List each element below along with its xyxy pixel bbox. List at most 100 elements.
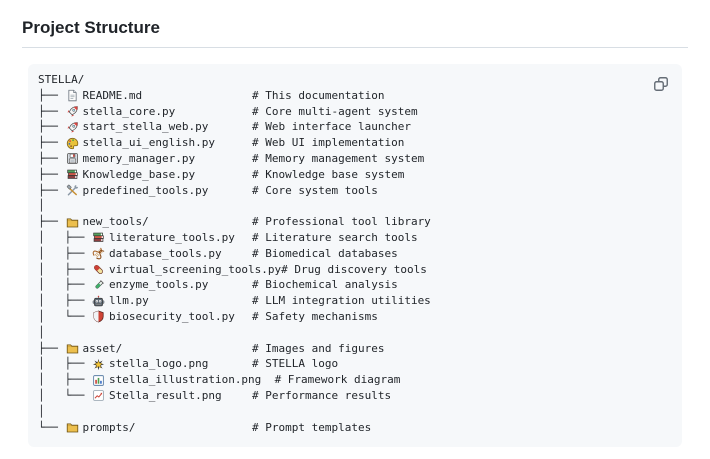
copy-button[interactable] (647, 70, 675, 98)
file-name: database_tools.py (108, 246, 222, 260)
tree-row: │ ├── llm.py # LLM integration utilities (38, 293, 672, 309)
tree-row: ├── stella_ui_english.py # Web UI implem… (38, 135, 672, 151)
tree-prefix: │ └── (38, 309, 91, 323)
file-comment: # Core system tools (252, 183, 378, 197)
tree-row: └── prompts/ # Prompt templates (38, 420, 672, 436)
tree-prefix: │ ├── (38, 278, 91, 292)
file-comment: # Memory management system (252, 151, 425, 165)
file-name: prompts/ (82, 420, 136, 434)
readme-section: Project Structure STELLA/ ├── README.md … (22, 12, 688, 436)
tree-row: │ (38, 404, 672, 420)
file-name: predefined_tools.py (82, 183, 209, 197)
tree-prefix: │ (38, 199, 45, 213)
copy-icon (654, 77, 668, 91)
file-comment: # Drug discovery tools (281, 262, 427, 276)
file-name: Stella_result.png (108, 388, 222, 402)
file-comment: # STELLA logo (252, 357, 339, 371)
tree-prefix: │ ├── (38, 373, 91, 387)
file-comment: # Framework diagram (274, 373, 401, 387)
file-name: asset/ (82, 341, 123, 355)
tree-prefix: ├── (38, 151, 65, 165)
file-comment: # Images and figures (252, 341, 385, 355)
tree-row: ├── README.md # This documentation (38, 88, 672, 104)
file-name: llm.py (108, 294, 149, 308)
file-comment: # Prompt templates (252, 420, 372, 434)
tree-prefix: ├── (38, 341, 65, 355)
shield-icon (93, 310, 104, 323)
tree-prefix: │ └── (38, 388, 91, 402)
hammer-wrench-icon (66, 184, 78, 196)
file-name: virtual_screening_tools.py (108, 262, 282, 276)
tree-prefix: ├── (38, 88, 65, 102)
tree-prefix: ├── (38, 183, 65, 197)
tree-prefix: ├── (38, 215, 65, 229)
books-icon (66, 169, 78, 179)
test-tube-icon (95, 279, 104, 289)
tree-row: ├── new_tools/ # Professional tool libra… (38, 214, 672, 230)
tree-row: │ ├── literature_tools.py # Literature s… (38, 230, 672, 246)
file-name: start_stella_web.py (82, 120, 209, 134)
file-comment: # Biomedical databases (252, 246, 398, 260)
file-name: stella_logo.png (108, 357, 209, 371)
tree-row: │ ├── database_tools.py # Biomedical dat… (38, 246, 672, 262)
tree-prefix: ├── (38, 104, 65, 118)
tree-prefix: │ (38, 325, 45, 339)
tree-prefix: │ ├── (38, 246, 91, 260)
palette-icon (66, 137, 78, 149)
chart-up-icon (93, 390, 104, 402)
tree-prefix: │ (38, 404, 45, 418)
folder-icon (66, 344, 78, 354)
tree-row: │ (38, 325, 672, 341)
file-comment: # LLM integration utilities (252, 294, 431, 308)
page-title: Project Structure (22, 12, 688, 48)
rocket-icon (66, 121, 78, 133)
file-name: Knowledge_base.py (82, 167, 196, 181)
file-name: literature_tools.py (108, 230, 235, 244)
tree-prefix: │ ├── (38, 230, 91, 244)
tree-row: ├── Knowledge_base.py # Knowledge base s… (38, 167, 672, 183)
star-icon (92, 358, 105, 370)
file-comment: # Web interface launcher (252, 120, 411, 134)
file-name: STELLA/ (38, 73, 85, 86)
tree-prefix: ├── (38, 136, 65, 150)
file-comment: # Performance results (252, 388, 392, 402)
tree-row: │ └── Stella_result.png # Performance re… (38, 388, 672, 404)
file-comment: # Biochemical analysis (252, 278, 398, 292)
file-comment: # This documentation (252, 88, 385, 102)
folder-icon (66, 218, 78, 227)
file-name: stella_ui_english.py (82, 136, 215, 150)
file-name: biosecurity_tool.py (108, 309, 235, 323)
file-name: new_tools/ (82, 215, 149, 229)
dna-icon (92, 247, 105, 260)
rocket-icon (66, 106, 78, 117)
document-icon (67, 90, 77, 102)
file-name: stella_illustration.png (108, 373, 275, 387)
tree-row: │ ├── virtual_screening_tools.py # Drug … (38, 262, 672, 278)
folder-icon (66, 423, 78, 433)
file-comment: # Literature search tools (252, 230, 418, 244)
tree-row: ├── start_stella_web.py # Web interface … (38, 119, 672, 135)
pill-icon (94, 264, 103, 274)
tree-prefix: ├── (38, 120, 65, 134)
tree-row: │ ├── stella_logo.png # STELLA logo (38, 356, 672, 372)
file-comment: # Professional tool library (252, 215, 431, 229)
robot-icon (92, 295, 105, 306)
tree-row: │ ├── enzyme_tools.py # Biochemical anal… (38, 277, 672, 293)
tree-prefix: │ ├── (38, 294, 91, 308)
file-name: enzyme_tools.py (108, 278, 209, 292)
file-name: stella_core.py (82, 104, 176, 118)
file-name: memory_manager.py (82, 151, 196, 165)
file-name: README.md (82, 88, 143, 102)
tree-row: │ (38, 198, 672, 214)
tree-prefix: ├── (38, 167, 65, 181)
file-comment: # Knowledge base system (252, 167, 405, 181)
tree-row: ├── stella_core.py # Core multi-agent sy… (38, 104, 672, 120)
file-comment: # Safety mechanisms (252, 309, 378, 323)
tree-row: │ └── biosecurity_tool.py # Safety mecha… (38, 309, 672, 325)
tree-prefix: └── (38, 420, 65, 434)
tree-row: │ ├── stella_illustration.png # Framewor… (38, 372, 672, 388)
tree-prefix: │ ├── (38, 262, 91, 276)
books-icon (93, 233, 104, 243)
file-comment: # Web UI implementation (252, 136, 405, 150)
tree-row: STELLA/ (38, 72, 672, 88)
